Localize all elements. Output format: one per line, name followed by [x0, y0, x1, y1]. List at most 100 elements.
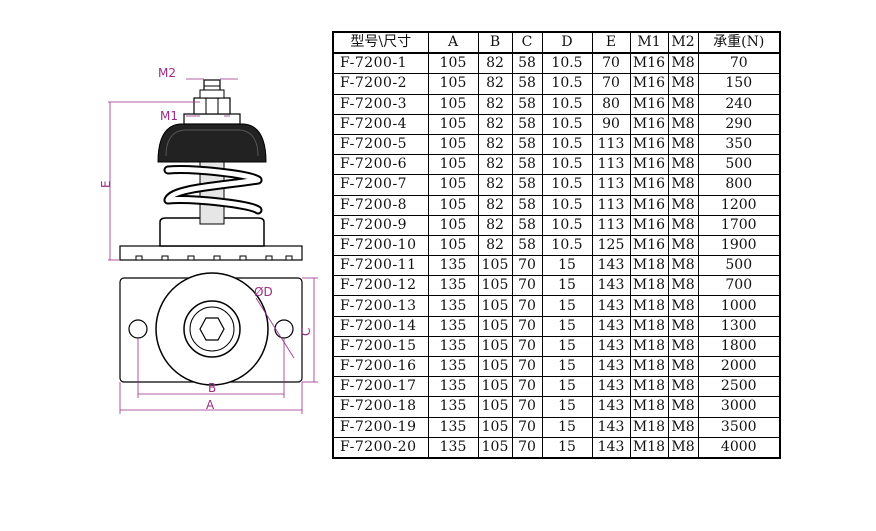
label-a: A: [206, 398, 215, 412]
table-cell: 105: [477, 255, 513, 277]
column-header: B: [477, 31, 513, 55]
table-cell: 1000: [697, 295, 781, 317]
mount-hole-left: [128, 319, 148, 339]
table-cell: 135: [427, 396, 479, 418]
table-cell: 1900: [697, 234, 781, 257]
table-cell: 143: [591, 376, 631, 398]
model-cell: F-7200-19: [332, 416, 429, 438]
table-cell: 105: [427, 73, 479, 95]
table-cell: 105: [477, 275, 513, 297]
table-cell: 70: [511, 436, 543, 459]
table-cell: 70: [591, 73, 631, 95]
table-cell: 143: [591, 315, 631, 337]
table-cell: M8: [667, 234, 699, 257]
model-cell: F-7200-7: [332, 174, 429, 196]
column-header: E: [591, 31, 631, 55]
table-cell: 1800: [697, 335, 781, 358]
model-cell: F-7200-11: [332, 255, 429, 277]
table-cell: 58: [511, 234, 543, 257]
table-cell: 15: [541, 315, 593, 337]
table-cell: 10.5: [541, 52, 593, 75]
table-cell: 82: [477, 234, 513, 257]
table-cell: 15: [541, 355, 593, 378]
table-cell: 82: [477, 113, 513, 135]
table-cell: 135: [427, 275, 479, 297]
label-m1: M1: [160, 109, 178, 123]
table-cell: 58: [511, 133, 543, 156]
table-cell: M18: [629, 396, 669, 418]
table-cell: 105: [427, 174, 479, 196]
table-cell: 143: [591, 255, 631, 277]
mount-hole-right: [274, 319, 294, 339]
table-cell: 143: [591, 275, 631, 297]
table-cell: 58: [511, 113, 543, 135]
table-cell: 105: [427, 234, 479, 257]
table-cell: M16: [629, 194, 669, 216]
table-cell: M18: [629, 355, 669, 378]
table-cell: 105: [477, 295, 513, 317]
table-cell: 10.5: [541, 93, 593, 115]
table-cell: 58: [511, 93, 543, 115]
table-cell: M8: [667, 376, 699, 398]
top-dimensions: [119, 277, 318, 414]
table-cell: M18: [629, 436, 669, 459]
table-cell: 58: [511, 214, 543, 236]
table-cell: 10.5: [541, 154, 593, 176]
table-cell: M16: [629, 93, 669, 115]
table-cell: 70: [511, 255, 543, 277]
table-cell: M8: [667, 113, 699, 135]
label-m2: M2: [158, 66, 176, 80]
table-cell: 105: [477, 335, 513, 358]
table-cell: 105: [427, 194, 479, 216]
table-cell: M16: [629, 174, 669, 196]
label-b: B: [208, 381, 216, 395]
model-cell: F-7200-14: [332, 315, 429, 337]
table-cell: M18: [629, 416, 669, 438]
table-cell: M8: [667, 214, 699, 236]
table-cell: 800: [697, 174, 781, 196]
hex-bolt-head: [199, 317, 225, 341]
table-cell: 135: [427, 355, 479, 378]
table-cell: 2500: [697, 376, 781, 398]
column-header: C: [511, 31, 543, 55]
upper-cup: [157, 123, 267, 163]
table-cell: 10.5: [541, 113, 593, 135]
table-cell: 10.5: [541, 234, 593, 257]
table-cell: M18: [629, 315, 669, 337]
table-cell: 4000: [697, 436, 781, 459]
table-cell: 15: [541, 275, 593, 297]
table-cell: 15: [541, 335, 593, 358]
table-cell: 1300: [697, 315, 781, 337]
washer: [183, 113, 241, 125]
table-cell: 135: [427, 376, 479, 398]
model-cell: F-7200-15: [332, 335, 429, 358]
model-cell: F-7200-3: [332, 93, 429, 115]
table-cell: 3500: [697, 416, 781, 438]
table-cell: 113: [591, 194, 631, 216]
table-cell: 15: [541, 295, 593, 317]
table-cell: 15: [541, 396, 593, 418]
table-cell: 113: [591, 133, 631, 156]
table-cell: M16: [629, 73, 669, 95]
table-cell: 15: [541, 376, 593, 398]
table-cell: 113: [591, 214, 631, 236]
column-header: M2: [667, 31, 699, 55]
table-cell: M8: [667, 396, 699, 418]
table-cell: M16: [629, 52, 669, 75]
column-header: 型号\尺寸: [332, 31, 429, 55]
table-cell: 82: [477, 93, 513, 115]
table-cell: 143: [591, 436, 631, 459]
table-cell: 105: [427, 154, 479, 176]
table-cell: M18: [629, 376, 669, 398]
table-cell: 80: [591, 93, 631, 115]
model-cell: F-7200-10: [332, 234, 429, 257]
table-cell: 70: [511, 396, 543, 418]
table-cell: 135: [427, 255, 479, 277]
